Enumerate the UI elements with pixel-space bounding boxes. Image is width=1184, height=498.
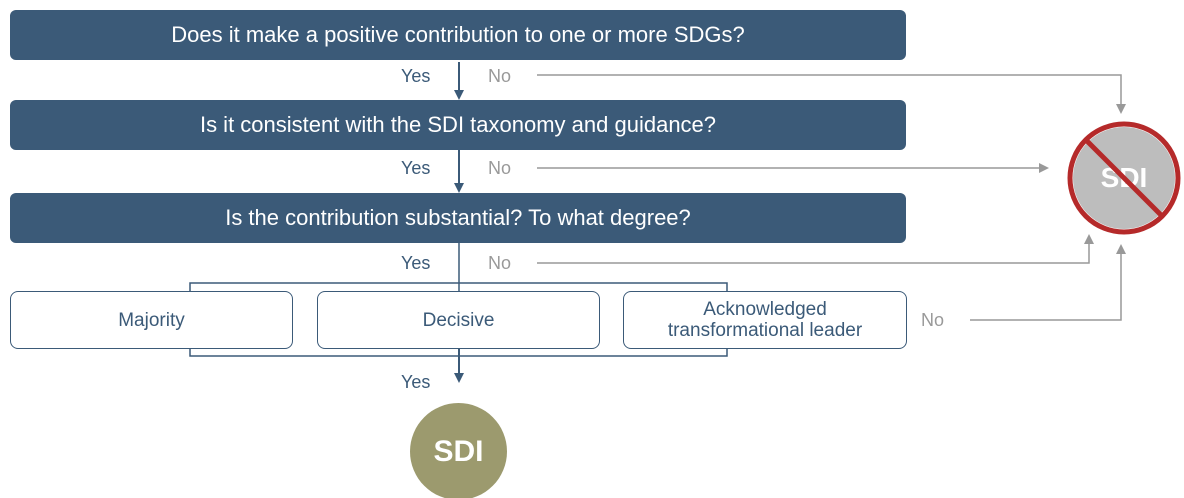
options-bracket-bottom: [189, 349, 728, 357]
question-2-text: Is it consistent with the SDI taxonomy a…: [199, 112, 717, 137]
no-label-1: No: [488, 66, 512, 86]
yes-label-1: Yes: [401, 66, 431, 86]
question-2-bar: Is it consistent with the SDI taxonomy a…: [10, 100, 906, 150]
no-label-4: No: [921, 310, 945, 330]
no-path-1: [537, 74, 1126, 114]
sdi-outcome-badge: SDI: [410, 403, 507, 498]
yes-label-3: Yes: [401, 253, 431, 273]
option-leader-line2: transformational leader: [667, 320, 863, 341]
option-decisive-label: Decisive: [422, 309, 495, 331]
sdi-outcome-label: SDI: [433, 434, 484, 468]
not-sdi-outcome: SDI: [1064, 118, 1184, 238]
option-majority: Majority: [10, 291, 293, 349]
option-leader-line1: Acknowledged: [703, 299, 827, 320]
yes-label-4: Yes: [401, 372, 431, 392]
option-transformational-leader: Acknowledged transformational leader: [623, 291, 907, 349]
question-1-bar: Does it make a positive contribution to …: [10, 10, 906, 60]
question-3-text: Is the contribution substantial? To what…: [225, 205, 691, 230]
question-3-bar: Is the contribution substantial? To what…: [10, 193, 906, 243]
no-path-4: [970, 244, 1126, 321]
option-decisive: Decisive: [317, 291, 600, 349]
no-label-2: No: [488, 158, 512, 178]
option-majority-label: Majority: [118, 309, 185, 331]
prohibited-icon: [1067, 121, 1181, 235]
yes-label-2: Yes: [401, 158, 431, 178]
question-1-text: Does it make a positive contribution to …: [171, 22, 745, 47]
no-path-3: [537, 234, 1094, 264]
options-bracket: [189, 282, 728, 291]
no-label-3: No: [488, 253, 512, 273]
